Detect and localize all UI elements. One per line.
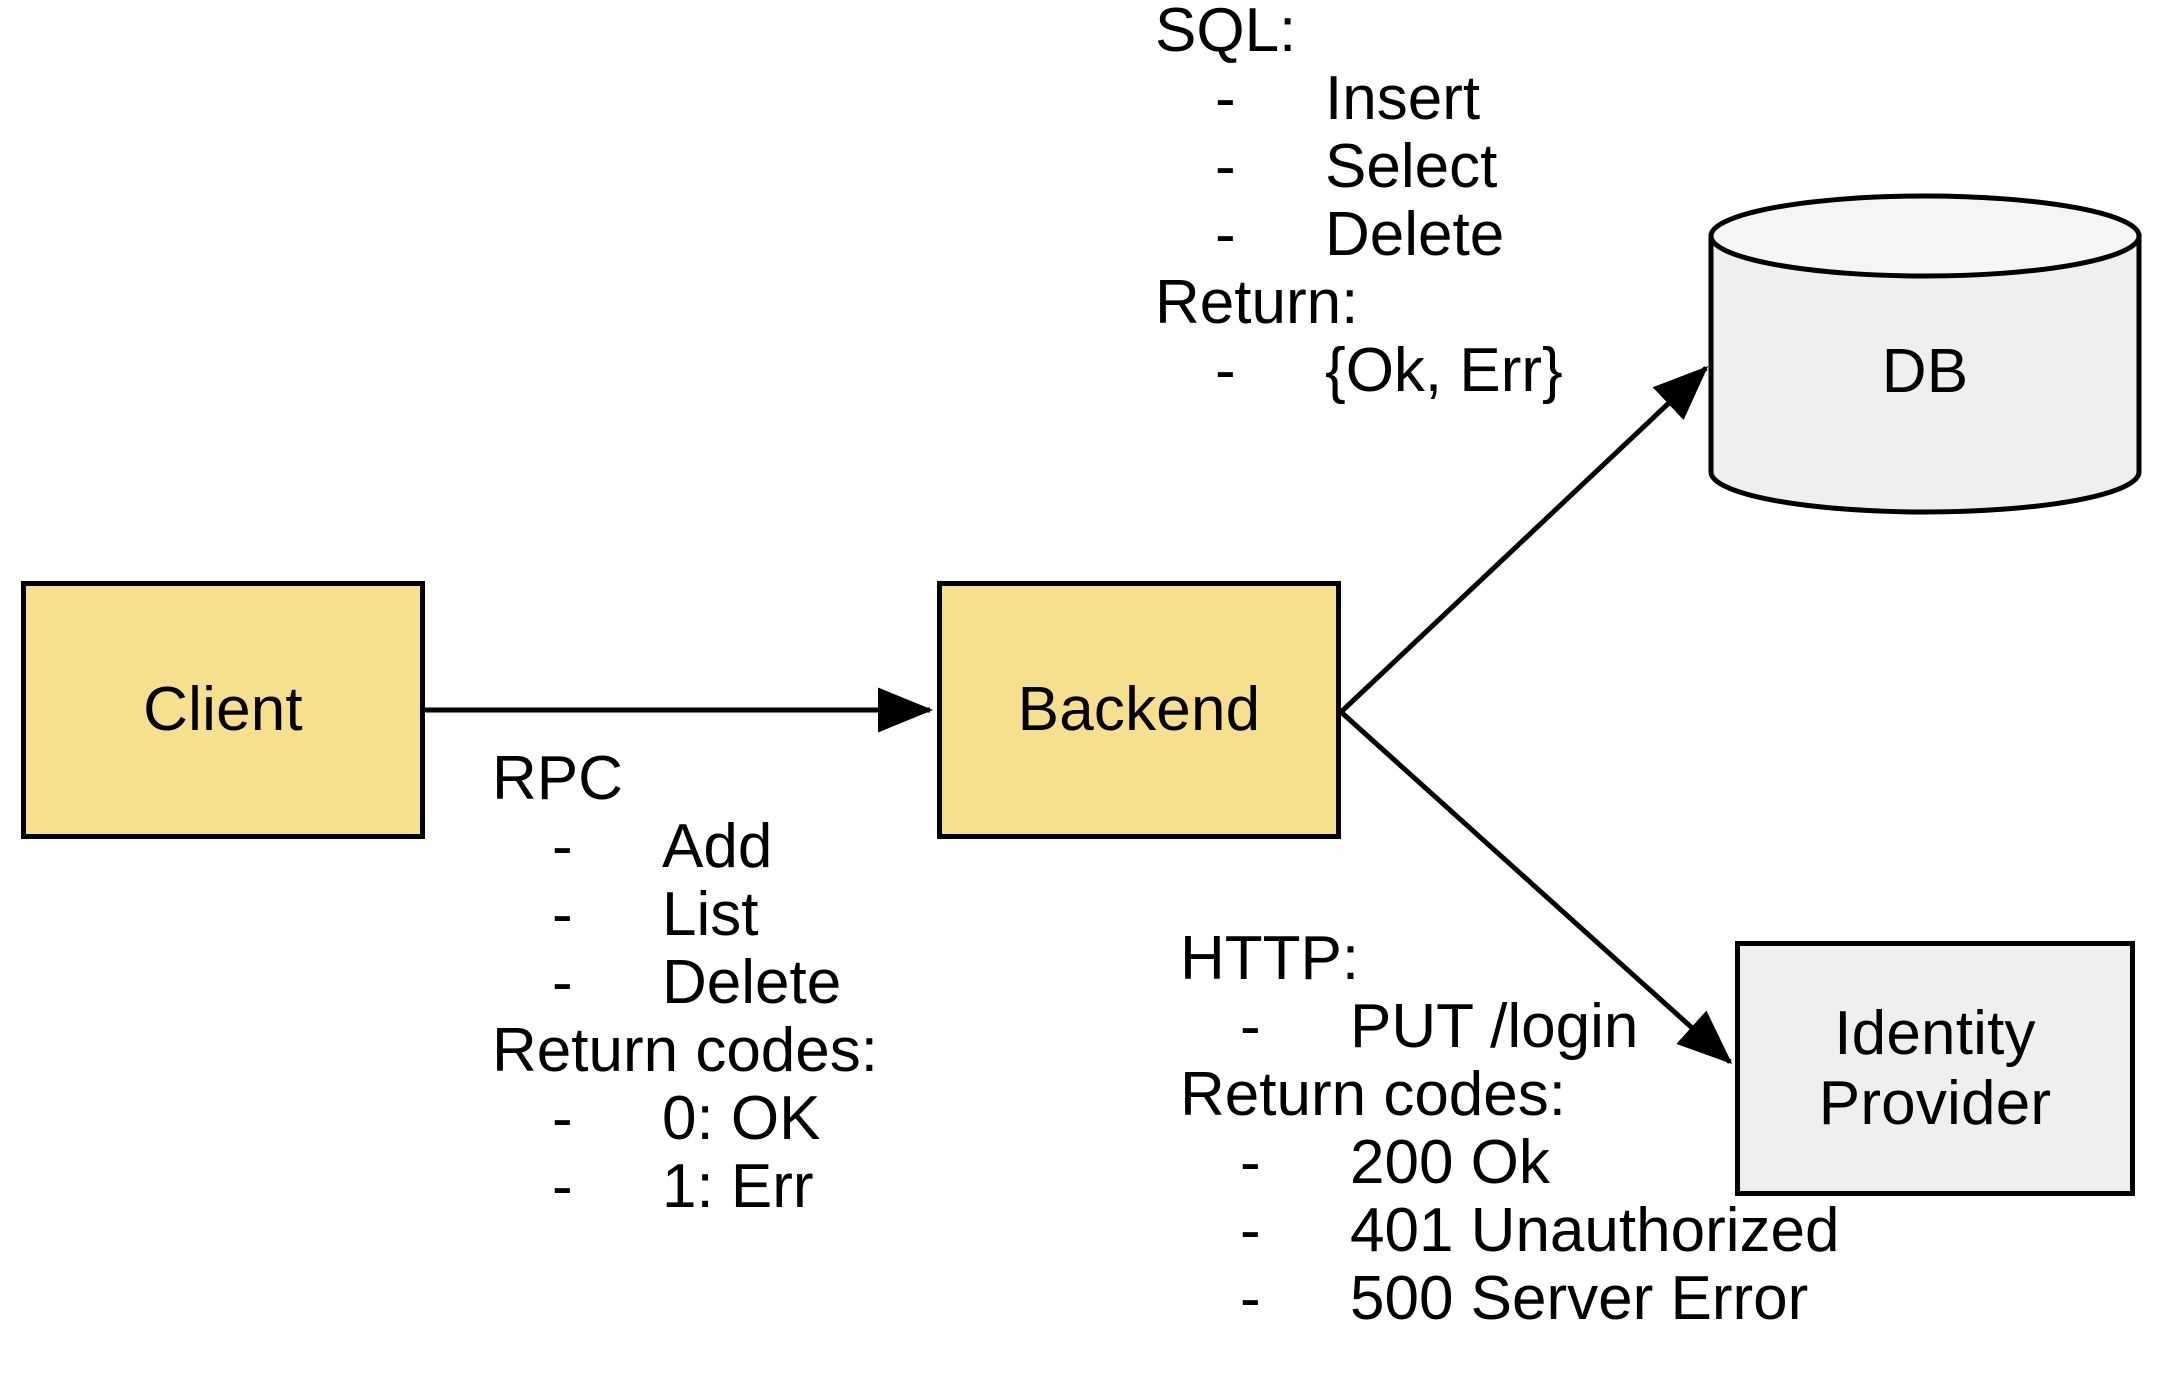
- node-identity-provider-label: Identity Provider: [1819, 999, 2051, 1138]
- bullet-dash-icon: -: [1215, 200, 1236, 269]
- annotation-sql-item-text: Delete: [1325, 200, 1505, 269]
- annotation-http-return-item: - 200 Ok: [1180, 1132, 1839, 1200]
- annotation-rpc-return-item-text: 1: Err: [662, 1152, 814, 1221]
- node-client-label: Client: [143, 675, 303, 745]
- bullet-dash-icon: -: [552, 812, 573, 881]
- node-backend[interactable]: Backend: [937, 581, 1341, 839]
- node-backend-label: Backend: [1017, 675, 1261, 745]
- annotation-rpc-item: - List: [492, 884, 878, 952]
- annotation-rpc-item-text: Add: [662, 812, 773, 881]
- bullet-dash-icon: -: [552, 880, 573, 949]
- bullet-dash-icon: -: [1215, 336, 1236, 405]
- annotation-rpc-return-item: - 1: Err: [492, 1156, 878, 1224]
- annotation-rpc-return-heading: Return codes:: [492, 1016, 878, 1085]
- annotation-sql-return-item: - {Ok, Err}: [1155, 340, 1563, 408]
- node-identity-provider-label-line2: Provider: [1818, 1068, 2052, 1138]
- annotation-sql-item: - Select: [1155, 136, 1563, 204]
- annotation-http-return-item: - 500 Server Error: [1180, 1268, 1839, 1336]
- annotation-rpc-item: - Add: [492, 816, 878, 884]
- annotation-http-return-item: - 401 Unauthorized: [1180, 1200, 1839, 1268]
- annotation-sql-item: - Delete: [1155, 204, 1563, 272]
- annotation-rpc-return-item-text: 0: OK: [662, 1084, 821, 1153]
- annotation-http-return-item-text: 401 Unauthorized: [1350, 1196, 1840, 1265]
- annotation-http: HTTP: - PUT /login Return codes: - 200 O…: [1180, 928, 1839, 1336]
- annotation-sql: SQL: - Insert - Select - Delete Return: …: [1155, 0, 1563, 408]
- bullet-dash-icon: -: [1240, 992, 1261, 1061]
- annotation-rpc-item-text: List: [662, 880, 759, 949]
- annotation-sql-heading: SQL:: [1155, 0, 1297, 65]
- annotation-http-return-item-text: 500 Server Error: [1350, 1264, 1809, 1333]
- annotation-sql-item-text: Insert: [1325, 64, 1481, 133]
- bullet-dash-icon: -: [1240, 1128, 1261, 1197]
- annotation-rpc-return-item: - 0: OK: [492, 1088, 878, 1156]
- bullet-dash-icon: -: [1240, 1196, 1261, 1265]
- bullet-dash-icon: -: [552, 1152, 573, 1221]
- database-cylinder-icon: [1708, 193, 2142, 515]
- annotation-rpc: RPC - Add - List - Delete Return codes: …: [492, 748, 878, 1224]
- annotation-sql-item-text: Select: [1325, 132, 1498, 201]
- edge-backend-to-db: [1339, 365, 1709, 714]
- annotation-rpc-heading: RPC: [492, 744, 623, 813]
- annotation-http-return-item-text: 200 Ok: [1350, 1128, 1550, 1197]
- bullet-dash-icon: -: [552, 1084, 573, 1153]
- node-db[interactable]: DB: [1708, 193, 2142, 515]
- bullet-dash-icon: -: [552, 948, 573, 1017]
- node-db-label: DB: [1881, 337, 1969, 407]
- annotation-sql-item: - Insert: [1155, 68, 1563, 136]
- bullet-dash-icon: -: [1215, 64, 1236, 133]
- node-identity-provider[interactable]: Identity Provider: [1735, 941, 2135, 1196]
- annotation-http-item: - PUT /login: [1180, 996, 1839, 1064]
- annotation-http-item-text: PUT /login: [1350, 992, 1639, 1061]
- bullet-dash-icon: -: [1240, 1264, 1261, 1333]
- annotation-http-return-heading: Return codes:: [1180, 1060, 1566, 1129]
- node-client[interactable]: Client: [21, 581, 425, 839]
- bullet-dash-icon: -: [1215, 132, 1236, 201]
- annotation-sql-return-heading: Return:: [1155, 268, 1359, 337]
- annotation-http-heading: HTTP:: [1180, 924, 1360, 993]
- annotation-sql-return-item-text: {Ok, Err}: [1325, 336, 1563, 405]
- annotation-rpc-item: - Delete: [492, 952, 878, 1020]
- node-identity-provider-label-line1: Identity: [1834, 999, 2036, 1069]
- annotation-rpc-item-text: Delete: [662, 948, 842, 1017]
